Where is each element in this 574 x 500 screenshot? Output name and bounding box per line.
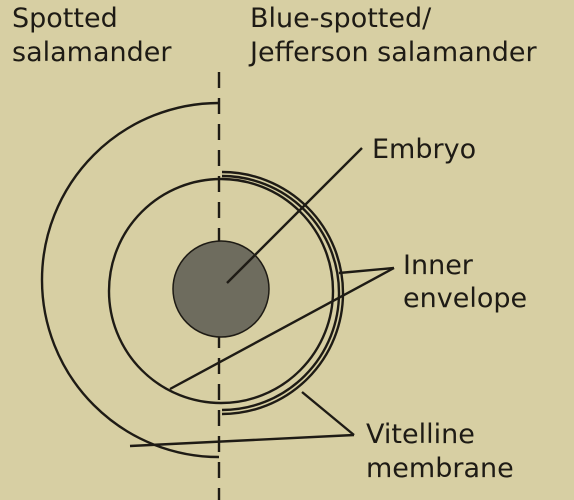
blue-spotted-title-line1: Blue-spotted/ xyxy=(250,4,431,34)
embryo-label: Embryo xyxy=(372,135,476,165)
inner-envelope-label-line2: envelope xyxy=(403,284,527,314)
vitelline-leader-line-2 xyxy=(130,435,354,446)
blue-spotted-title-line2: Jefferson salamander xyxy=(250,38,537,68)
vitelline-label-line2: membrane xyxy=(366,454,514,484)
spotted-salamander-title-line2: salamander xyxy=(12,38,171,68)
spotted-salamander-title-line1: Spotted xyxy=(12,4,118,34)
embryo-leader-line xyxy=(227,148,362,283)
vitelline-label-line1: Vitelline xyxy=(366,420,475,450)
vitelline-leader-line-1 xyxy=(302,392,354,435)
inner-envelope-label-line1: Inner xyxy=(403,251,473,281)
